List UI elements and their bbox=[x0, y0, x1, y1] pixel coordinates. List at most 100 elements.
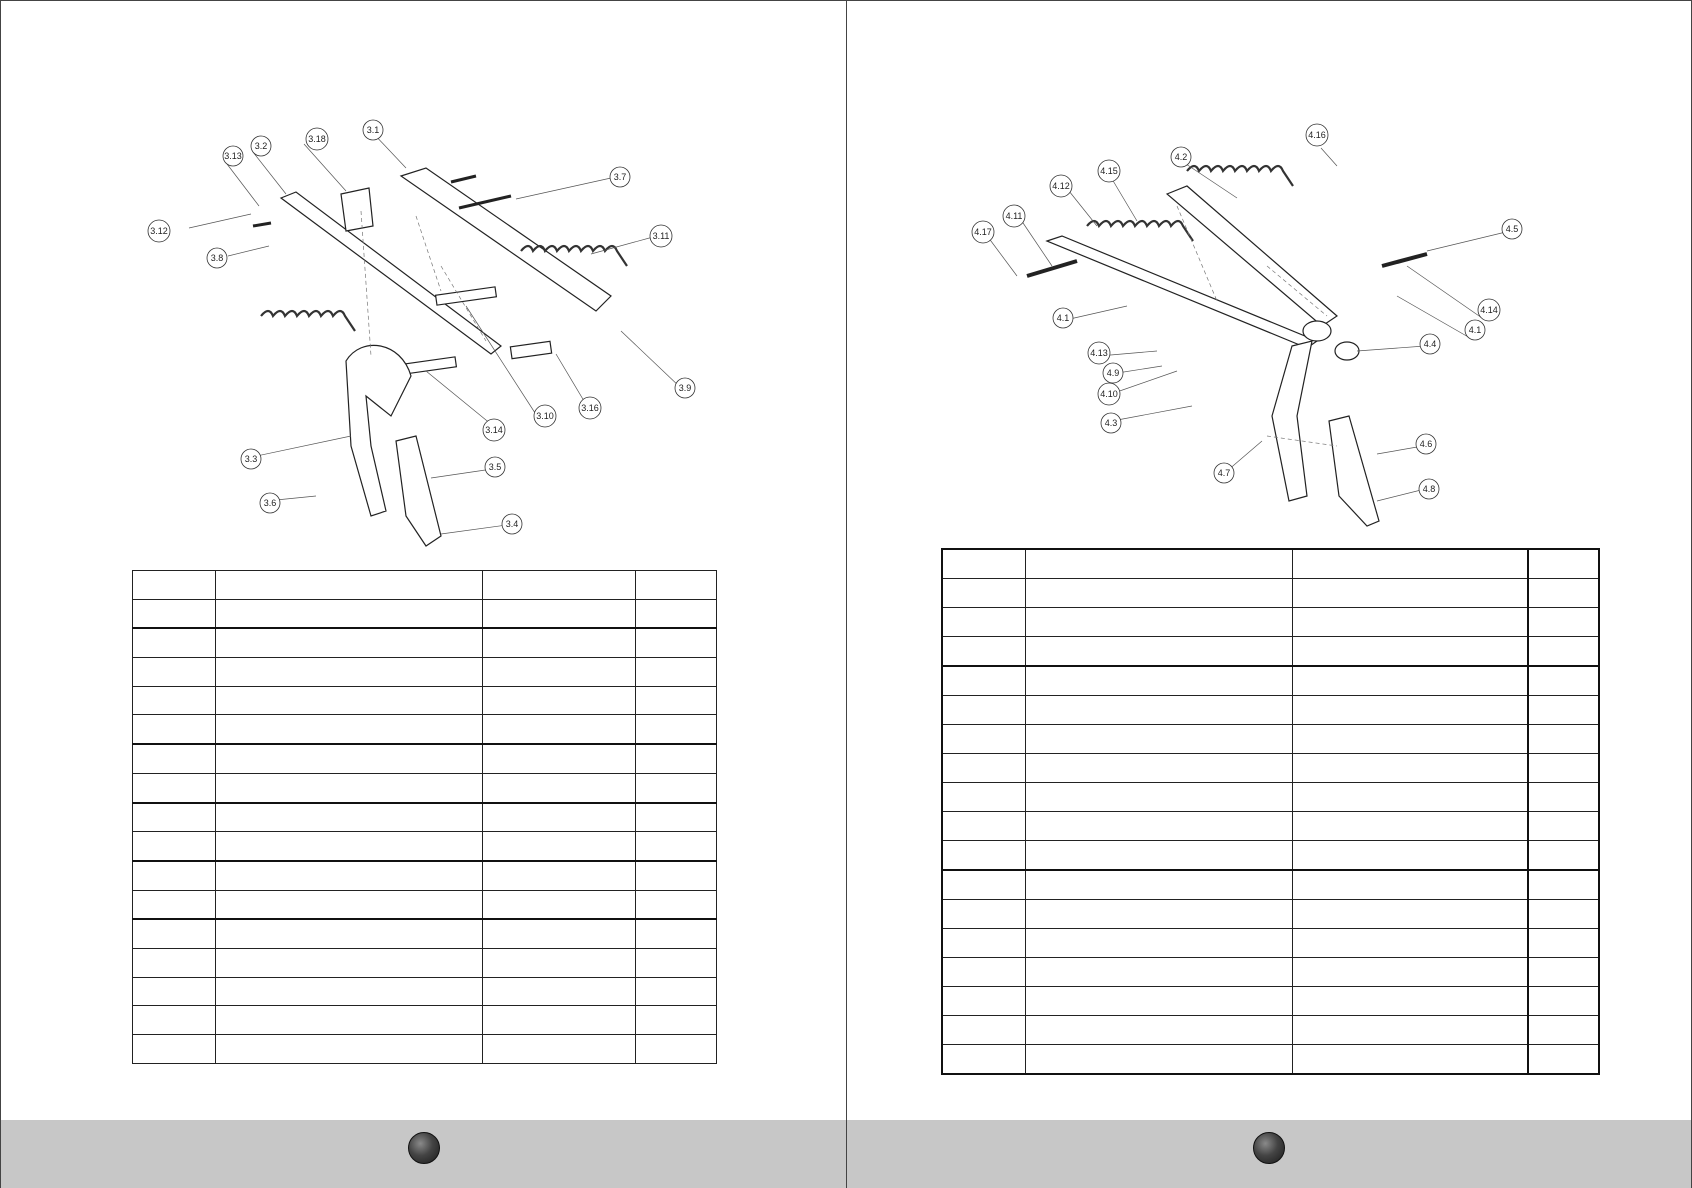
svg-text:4.1: 4.1 bbox=[1057, 313, 1070, 323]
callout-3-10: 3.10 bbox=[533, 404, 557, 428]
callout-3-16: 3.16 bbox=[578, 396, 602, 420]
callout-3-11: 3.11 bbox=[649, 224, 673, 248]
table-row bbox=[132, 714, 717, 745]
svg-text:3.1: 3.1 bbox=[367, 125, 380, 135]
callout-3-2: 3.2 bbox=[250, 135, 272, 157]
svg-text:3.4: 3.4 bbox=[506, 519, 519, 529]
table-row bbox=[132, 627, 717, 659]
svg-text:3.10: 3.10 bbox=[536, 411, 554, 421]
callout-3-14: 3.14 bbox=[482, 418, 506, 442]
callout-4-1b: 4.1 bbox=[1464, 319, 1486, 341]
right-page: 4.16 4.2 4.15 4.12 4.11 4.17 4.5 4.14 4.… bbox=[846, 0, 1692, 1188]
callout-3-8: 3.8 bbox=[206, 247, 228, 269]
table-row bbox=[941, 986, 1600, 1016]
table-row bbox=[941, 928, 1600, 958]
shank-4-3 bbox=[1271, 340, 1313, 502]
table-row bbox=[132, 772, 717, 804]
exploded-diagram-left: 3.12 3.8 3.13 3.2 3.18 3.1 3.7 3.11 3.9 … bbox=[147, 119, 696, 547]
bracket-3-18 bbox=[340, 187, 374, 232]
callout-3-12: 3.12 bbox=[147, 219, 171, 243]
exploded-diagram-right: 4.16 4.2 4.15 4.12 4.11 4.17 4.5 4.14 4.… bbox=[971, 123, 1523, 527]
table-row bbox=[132, 859, 717, 891]
svg-text:4.7: 4.7 bbox=[1218, 468, 1231, 478]
table-row bbox=[132, 976, 717, 1007]
callout-4-8: 4.8 bbox=[1418, 478, 1440, 500]
svg-text:4.1: 4.1 bbox=[1469, 325, 1482, 335]
callout-4-3: 4.3 bbox=[1100, 412, 1122, 434]
svg-text:4.8: 4.8 bbox=[1423, 484, 1436, 494]
footer-band bbox=[847, 1120, 1691, 1188]
svg-text:3.2: 3.2 bbox=[255, 141, 268, 151]
point-3-4 bbox=[395, 435, 442, 547]
svg-text:4.14: 4.14 bbox=[1480, 305, 1498, 315]
table-row bbox=[941, 695, 1600, 725]
table-row bbox=[941, 899, 1600, 929]
table-row bbox=[941, 869, 1600, 900]
spring-left bbox=[260, 309, 356, 332]
callout-4-1: 4.1 bbox=[1052, 307, 1074, 329]
frame-bar-4-2 bbox=[1165, 185, 1338, 327]
table-row bbox=[132, 831, 717, 862]
svg-text:4.15: 4.15 bbox=[1100, 166, 1118, 176]
callout-4-14: 4.14 bbox=[1477, 298, 1501, 322]
table-row bbox=[132, 947, 717, 978]
parts-table-right bbox=[941, 548, 1600, 1075]
table-row bbox=[941, 782, 1600, 812]
svg-text:3.18: 3.18 bbox=[308, 134, 326, 144]
callout-4-10: 4.10 bbox=[1097, 382, 1121, 406]
table-row bbox=[941, 811, 1600, 841]
callout-3-7: 3.7 bbox=[609, 166, 631, 188]
svg-text:3.14: 3.14 bbox=[485, 425, 503, 435]
table-row bbox=[132, 918, 717, 949]
footer-band bbox=[1, 1120, 846, 1188]
callout-3-6: 3.6 bbox=[259, 492, 281, 514]
svg-text:3.12: 3.12 bbox=[150, 226, 168, 236]
table-row bbox=[132, 1034, 717, 1064]
table-row bbox=[132, 889, 717, 920]
frame-bar-3-1 bbox=[399, 167, 612, 312]
svg-text:4.13: 4.13 bbox=[1090, 348, 1108, 358]
page-marker bbox=[1253, 1132, 1285, 1164]
svg-text:3.3: 3.3 bbox=[245, 454, 258, 464]
spring-3-11 bbox=[520, 244, 628, 267]
callout-4-9: 4.9 bbox=[1102, 362, 1124, 384]
svg-text:4.3: 4.3 bbox=[1105, 418, 1118, 428]
left-page: 3.12 3.8 3.13 3.2 3.18 3.1 3.7 3.11 3.9 … bbox=[0, 0, 846, 1188]
callout-4-5: 4.5 bbox=[1501, 218, 1523, 240]
frame-bar-4-1 bbox=[1045, 235, 1319, 349]
callout-3-9: 3.9 bbox=[674, 377, 696, 399]
callout-3-18: 3.18 bbox=[305, 127, 329, 151]
svg-text:4.10: 4.10 bbox=[1100, 389, 1118, 399]
svg-text:4.17: 4.17 bbox=[974, 227, 992, 237]
callout-4-7: 4.7 bbox=[1213, 462, 1235, 484]
svg-text:4.16: 4.16 bbox=[1308, 130, 1326, 140]
svg-text:4.9: 4.9 bbox=[1107, 368, 1120, 378]
table-row bbox=[132, 743, 717, 774]
svg-text:3.6: 3.6 bbox=[264, 498, 277, 508]
callout-3-4: 3.4 bbox=[501, 513, 523, 535]
svg-text:3.7: 3.7 bbox=[614, 172, 627, 182]
svg-text:4.4: 4.4 bbox=[1424, 339, 1437, 349]
callout-4-6: 4.6 bbox=[1415, 433, 1437, 455]
callout-3-3: 3.3 bbox=[240, 448, 262, 470]
point-4-8 bbox=[1328, 415, 1380, 527]
svg-text:3.13: 3.13 bbox=[224, 151, 242, 161]
svg-text:3.8: 3.8 bbox=[211, 253, 224, 263]
callout-4-4: 4.4 bbox=[1419, 333, 1441, 355]
spring-4-12 bbox=[1086, 219, 1194, 242]
table-row bbox=[941, 957, 1600, 987]
callout-3-1: 3.1 bbox=[362, 119, 384, 141]
table-row bbox=[132, 598, 717, 629]
spring-4-16 bbox=[1186, 164, 1294, 187]
callout-4-12: 4.12 bbox=[1049, 174, 1073, 198]
table-row bbox=[941, 607, 1600, 637]
table-row bbox=[941, 665, 1600, 696]
svg-text:3.9: 3.9 bbox=[679, 383, 692, 393]
table-row bbox=[132, 570, 717, 600]
table-row bbox=[132, 685, 717, 716]
callout-4-11: 4.11 bbox=[1002, 204, 1026, 228]
svg-text:3.11: 3.11 bbox=[653, 231, 670, 241]
shank-3-3 bbox=[345, 344, 412, 517]
frame-bar-3-2 bbox=[279, 191, 502, 355]
svg-text:3.16: 3.16 bbox=[581, 403, 599, 413]
